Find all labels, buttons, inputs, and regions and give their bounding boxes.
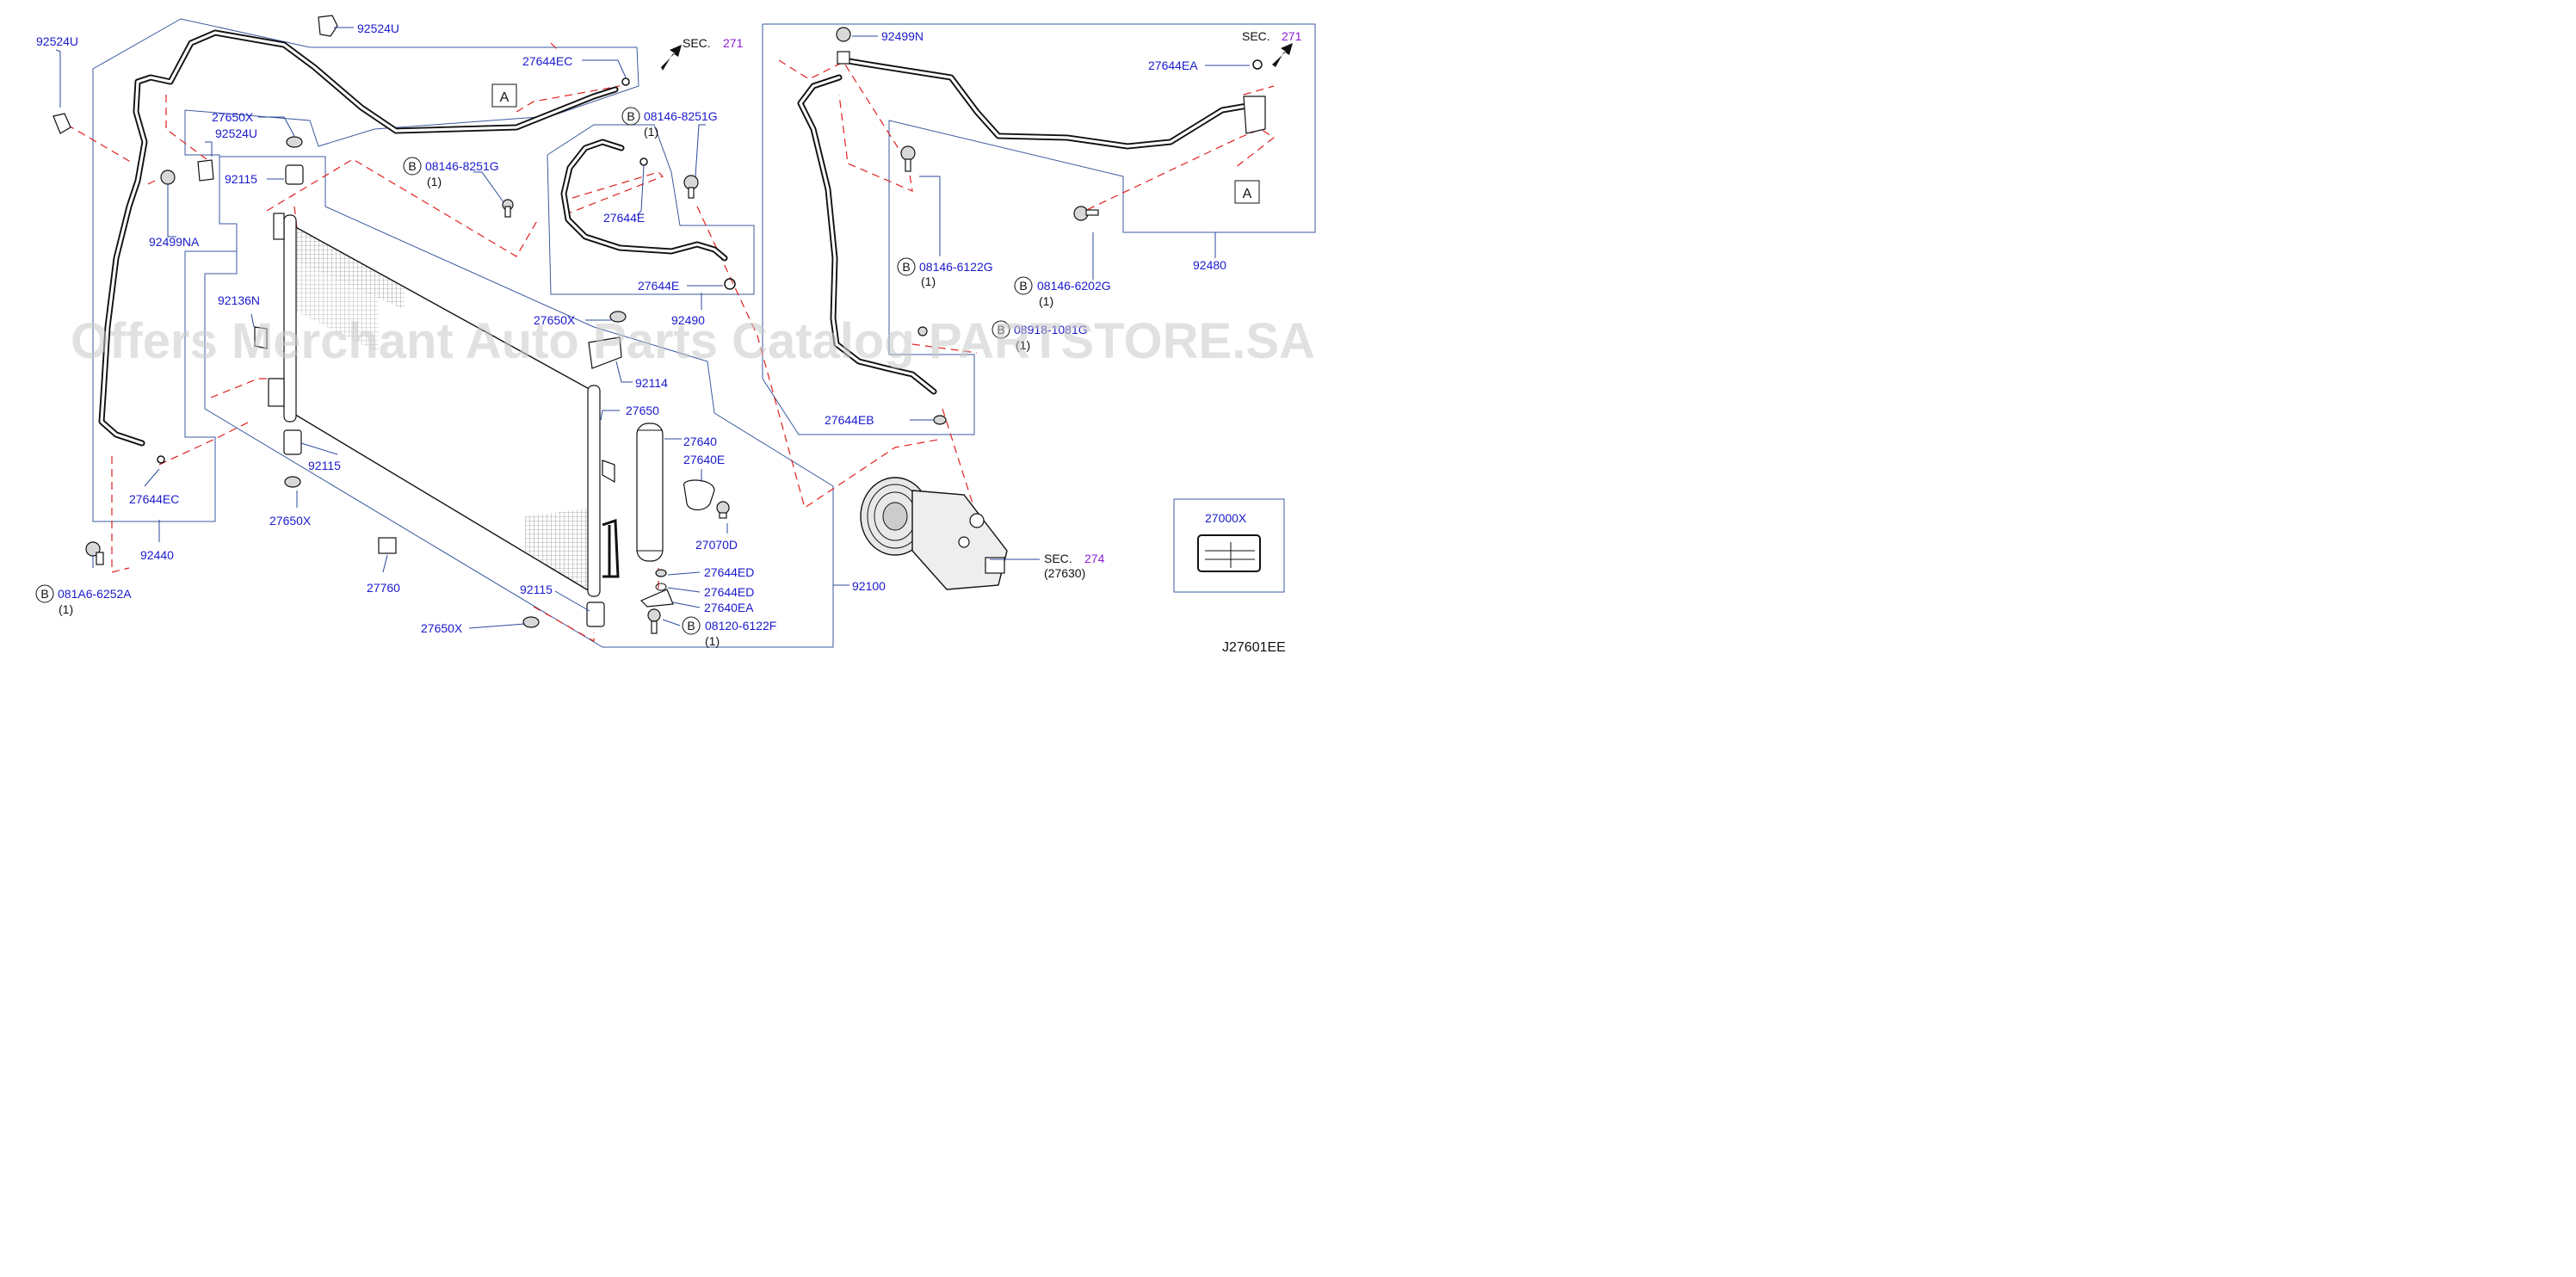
label-plate-27000X (1197, 534, 1261, 572)
svg-text:B: B (902, 260, 910, 274)
part-label-08918-1081G[interactable]: 08918-1081G (1014, 323, 1088, 336)
part-label-27650X[interactable]: 27650X (212, 110, 254, 124)
part-label-27644E[interactable]: 27644E (603, 211, 645, 225)
part-label-08120-6122F[interactable]: 08120-6122F (705, 619, 776, 632)
group-box-92480 (762, 23, 1316, 435)
diagram-code: J27601EE (1222, 640, 1286, 655)
part-label-27644ED[interactable]: 27644ED (704, 585, 754, 599)
part-label-27640[interactable]: 27640 (683, 435, 717, 448)
bolt-marker: B (1014, 276, 1033, 295)
part-label-92499N[interactable]: 92499N (881, 29, 924, 43)
bolt-markers: B B B B B B B (35, 107, 1033, 635)
part-label-27644ED[interactable]: 27644ED (704, 565, 754, 579)
svg-text:B: B (1019, 279, 1027, 293)
part-label-92114[interactable]: 92114 (635, 376, 668, 390)
bolt-marker: B (621, 107, 640, 126)
qty-label: (1) (1016, 338, 1030, 352)
part-label-08146-6202G[interactable]: 08146-6202G (1037, 279, 1111, 293)
part-label-08146-8251G[interactable]: 08146-8251G (425, 159, 499, 173)
part-label-08146-8251G[interactable]: 08146-8251G (644, 109, 718, 123)
pipes (98, 29, 1256, 447)
part-label-27070D[interactable]: 27070D (695, 538, 738, 552)
part-label-27650[interactable]: 27650 (626, 404, 659, 417)
pipe-92480 (840, 57, 1256, 150)
svg-text:B: B (408, 159, 416, 173)
section-ref-label: SEC. (1242, 29, 1270, 43)
qty-label: (1) (1039, 294, 1053, 308)
section-ref-271[interactable]: 271 (1282, 29, 1302, 43)
ref-a-label: A (1243, 187, 1252, 201)
bolt-marker: B (897, 257, 916, 276)
svg-text:B: B (687, 619, 695, 632)
bolt-marker: B (35, 584, 54, 603)
qty-label: (1) (705, 634, 720, 648)
leader-lines (55, 27, 1250, 629)
part-label-92490[interactable]: 92490 (671, 313, 705, 327)
part-label-92524U[interactable]: 92524U (36, 34, 78, 48)
watermark: Offers Merchant Auto Parts Catalog PARTS… (71, 313, 1315, 369)
part-label-27650X[interactable]: 27650X (269, 514, 312, 527)
part-label-27640EA[interactable]: 27640EA (704, 601, 754, 614)
part-label-92100[interactable]: 92100 (852, 579, 886, 593)
part-labels: 92524U 92524U 92524U 27644EC 27644EC 276… (36, 22, 1302, 655)
group-box-27000X (1173, 498, 1285, 593)
arrow-sec-271-right (1272, 43, 1293, 67)
part-label-92136N[interactable]: 92136N (218, 293, 260, 307)
ref-box-a-right: A (1234, 180, 1260, 204)
small-parts (53, 15, 1266, 634)
part-label-92524U[interactable]: 92524U (357, 22, 399, 35)
part-label-27644EC[interactable]: 27644EC (129, 492, 179, 506)
ac-condenser-parts-diagram: A A B B B B B B B 92524U 92524U 92524U 2… (35, 15, 1316, 655)
receiver-drier-27640 (636, 423, 664, 562)
qty-label: (1) (59, 602, 73, 616)
qty-label: (1) (427, 175, 442, 188)
group-box-92100 (204, 156, 834, 648)
part-label-27760[interactable]: 27760 (367, 581, 400, 595)
bolt-marker: B (403, 157, 422, 176)
hose-92490 (560, 139, 728, 262)
condenser-27650 (268, 213, 620, 597)
part-label-27644E[interactable]: 27644E (638, 279, 679, 293)
compressor-92100 (860, 477, 1008, 590)
section-ref-label: SEC. (683, 36, 711, 50)
section-ref-271[interactable]: 271 (723, 36, 744, 50)
part-label-27650X[interactable]: 27650X (421, 621, 463, 635)
bolt-marker: B (991, 320, 1010, 339)
part-label-27000X[interactable]: 27000X (1205, 511, 1247, 525)
ref-box-a-top: A (491, 83, 517, 108)
part-label-27644EC[interactable]: 27644EC (522, 54, 572, 68)
group-outlines (92, 18, 1316, 648)
bolt-marker: B (682, 616, 701, 635)
svg-text:B: B (40, 587, 48, 601)
qty-label: (1) (921, 275, 936, 288)
part-label-92115[interactable]: 92115 (308, 459, 341, 472)
group-box-92490 (547, 124, 755, 295)
section-ref-label: SEC. (1044, 552, 1072, 565)
group-box-92440 (92, 18, 639, 522)
section-arrows (661, 43, 1293, 71)
part-label-92440[interactable]: 92440 (140, 548, 174, 562)
part-label-08146-6122G[interactable]: 08146-6122G (919, 260, 993, 274)
part-label-92480[interactable]: 92480 (1193, 258, 1226, 272)
ref-a-label: A (500, 90, 510, 105)
svg-text:B: B (627, 109, 634, 123)
part-label-27640E[interactable]: 27640E (683, 453, 725, 466)
svg-text:B: B (997, 323, 1004, 336)
part-label-27630: (27630) (1044, 566, 1085, 580)
part-label-92115[interactable]: 92115 (520, 583, 553, 596)
part-label-081A6-6252A[interactable]: 081A6-6252A (58, 587, 132, 601)
section-ref-274[interactable]: 274 (1084, 552, 1105, 565)
part-label-92499NA[interactable]: 92499NA (149, 235, 200, 249)
part-label-27644EB[interactable]: 27644EB (825, 413, 874, 427)
part-label-92524U[interactable]: 92524U (215, 126, 257, 140)
qty-label: (1) (644, 125, 658, 139)
arrow-sec-271-top (661, 45, 682, 71)
part-label-27650X[interactable]: 27650X (534, 313, 576, 327)
part-label-27644EA[interactable]: 27644EA (1148, 59, 1198, 72)
part-label-92115[interactable]: 92115 (225, 172, 257, 186)
